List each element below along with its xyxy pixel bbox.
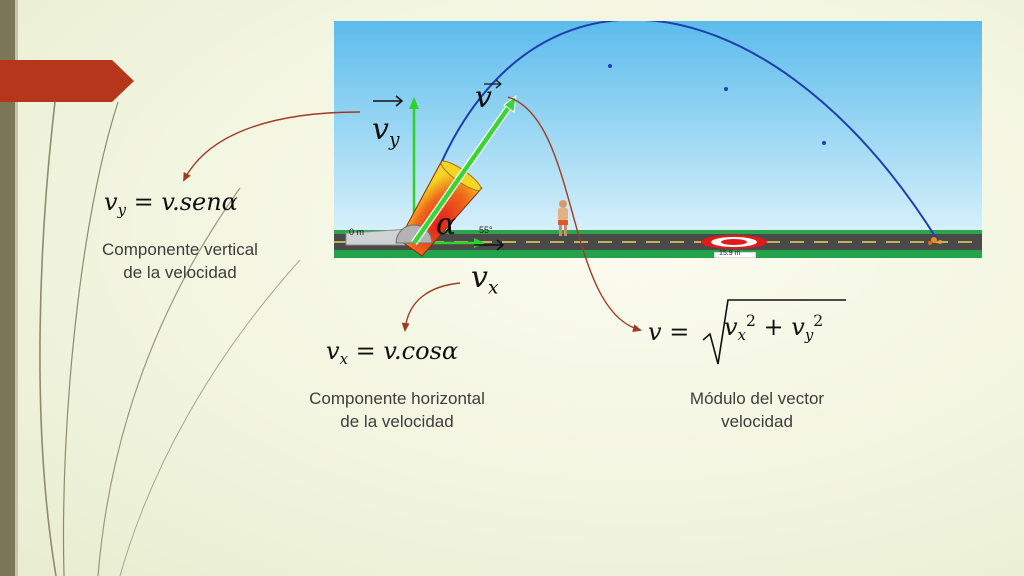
v-modulus-lhs: v =	[648, 318, 690, 346]
left-decor-stripe	[15, 0, 18, 576]
alpha-label: α	[436, 207, 457, 242]
caption-vertical-component: Componente vertical de la velocidad	[70, 238, 290, 284]
target	[701, 235, 767, 249]
vy-formula: vy = v.senα	[104, 188, 238, 220]
projectile-simulation-scene: 0 m 55° 15.9 m	[334, 21, 982, 258]
vy-vector-label: vy	[372, 112, 400, 151]
landing-splash	[928, 237, 942, 245]
grass	[334, 250, 982, 258]
red-arrow-tab	[0, 60, 134, 102]
caption-modulus-line1: Módulo del vector	[689, 389, 825, 408]
caption-horizontal-component: Componente horizontal de la velocidad	[282, 387, 512, 433]
v-vector-label: v	[475, 80, 492, 115]
v-modulus-radicand: vx2 + vy2	[724, 312, 824, 345]
vx-vector-label: vx	[471, 260, 499, 299]
caption-modulus-line2: velocidad	[721, 412, 793, 431]
caption-horizontal-line1: Componente horizontal	[309, 389, 485, 408]
trajectory-curve	[413, 21, 939, 242]
angle-readout: 55°	[479, 225, 493, 235]
distance-start-label: 0 m	[349, 227, 365, 237]
caption-vertical-line1: Componente vertical	[102, 240, 258, 259]
caption-vertical-line2: de la velocidad	[123, 263, 237, 282]
vx-formula: vx = v.cosα	[326, 337, 459, 369]
target-distance-label: 15.9 m	[719, 250, 741, 257]
caption-horizontal-line2: de la velocidad	[340, 412, 454, 431]
left-decor-bar	[0, 0, 15, 576]
caption-vector-modulus: Módulo del vector velocidad	[652, 387, 862, 433]
